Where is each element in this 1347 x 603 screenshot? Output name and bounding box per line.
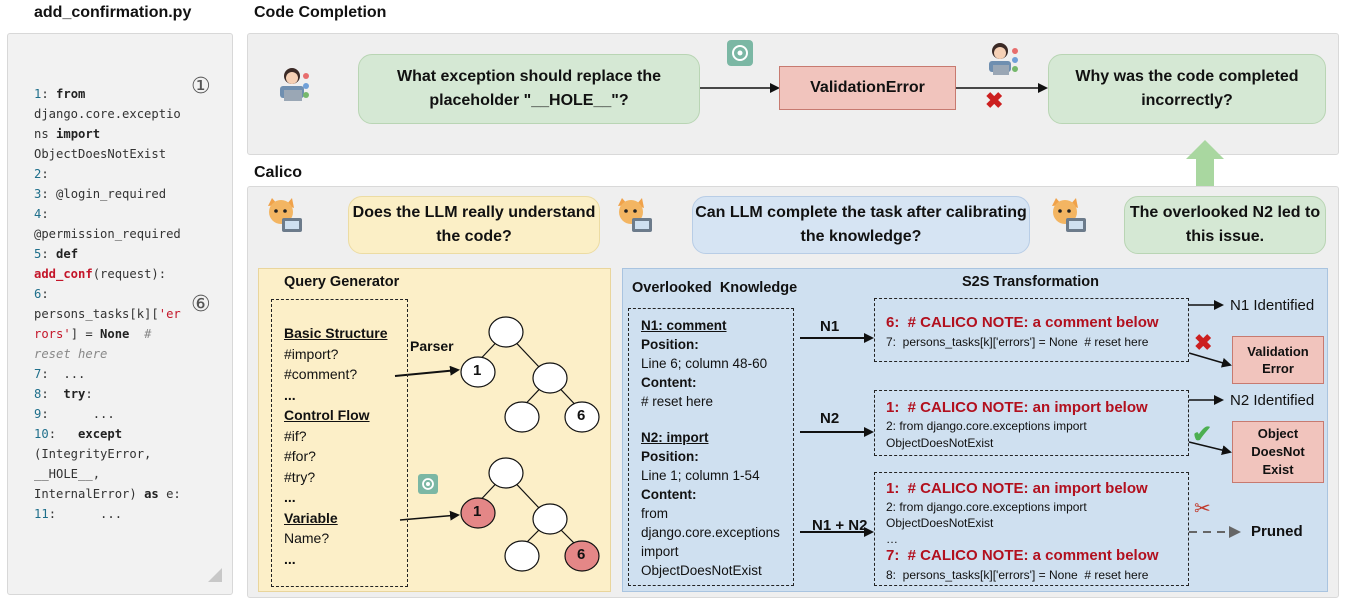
box2-line1: 2: from django.core.exceptions import xyxy=(886,419,1087,433)
n2-content-3: import xyxy=(641,544,679,559)
query-generator-title: Query Generator xyxy=(284,274,400,290)
understand-bubble: Does the LLM really understand the code? xyxy=(348,196,600,254)
n2-content-1: from xyxy=(641,506,668,521)
green-check-icon: ✔ xyxy=(1192,421,1213,448)
s2s-title: S2S Transformation xyxy=(962,274,1099,290)
code-completion-title: Code Completion xyxy=(254,4,387,21)
n2-content-label: Content: xyxy=(641,487,697,502)
n2-content-4: ObjectDoesNotExist xyxy=(641,563,762,578)
n1-content-label: Content: xyxy=(641,375,697,390)
tree-node-1-marked: 1 xyxy=(473,503,482,520)
box2-note: 1: # CALICO NOTE: an import below xyxy=(886,399,1148,416)
box3-dots: … xyxy=(886,532,898,546)
red-cross-icon: ✖ xyxy=(985,88,1004,113)
edge-n1n2-label: N1 + N2 xyxy=(812,517,868,534)
query-list-box xyxy=(271,299,408,587)
code-file-title: add_confirmation.py xyxy=(34,4,192,21)
transform-box-n1 xyxy=(874,298,1189,362)
calibrate-bubble: Can LLM complete the task after calibrat… xyxy=(692,196,1030,254)
box2-line2: ObjectDoesNotExist xyxy=(886,436,994,450)
edge-n1-label: N1 xyxy=(820,318,840,335)
answer-box: ValidationError xyxy=(779,66,956,110)
pruned-label: Pruned xyxy=(1251,523,1303,540)
result-object-does-not-exist: Object DoesNot Exist xyxy=(1232,421,1324,483)
n2-position-label: Position: xyxy=(641,449,699,464)
box3-note1: 1: # CALICO NOTE: an import below xyxy=(886,480,1148,497)
user-at-laptop-icon xyxy=(989,43,1018,75)
box3-line3: 8: persons_tasks[k]['errors'] = None # r… xyxy=(886,568,1149,582)
cat-at-laptop-icon xyxy=(1052,198,1086,232)
cat-at-laptop-icon xyxy=(268,198,302,232)
tree-node-6-marked: 6 xyxy=(577,546,586,563)
calico-title: Calico xyxy=(254,164,303,181)
question-bubble: What exception should replace the placeh… xyxy=(358,54,700,124)
overlooked-title: Overlooked Knowledge xyxy=(632,280,798,296)
overlooked-knowledge-panel xyxy=(622,268,1328,592)
n1-position: Line 6; column 48-60 xyxy=(641,356,768,371)
marker-one: ① xyxy=(191,74,211,99)
result-2-line1: Object xyxy=(1257,426,1299,441)
scissors-icon: ✂ xyxy=(1194,498,1211,520)
n2-content-2: django.core.exceptions xyxy=(641,525,780,540)
box1-note: 6: # CALICO NOTE: a comment below xyxy=(886,314,1159,331)
box3-line1: 2: from django.core.exceptions import xyxy=(886,500,1087,514)
edge-n2-label: N2 xyxy=(820,410,840,427)
tree-node-1: 1 xyxy=(473,362,482,379)
overlooked-list-box xyxy=(628,308,794,586)
query-list: Basic Structure #import? #comment? ... C… xyxy=(284,325,388,567)
result-1-line2: Error xyxy=(1262,361,1294,376)
parser-label: Parser xyxy=(410,338,454,354)
box1-line: 7: persons_tasks[k]['errors'] = None # r… xyxy=(886,335,1149,349)
marker-six: ⑥ xyxy=(191,292,211,317)
n1-identified-label: N1 Identified xyxy=(1230,297,1315,314)
chatgpt-logo-icon xyxy=(727,40,753,66)
cat-at-laptop-icon xyxy=(618,198,652,232)
n2-position: Line 1; column 1-54 xyxy=(641,468,760,483)
n1-position-label: Position: xyxy=(641,337,699,352)
result-2-line2: DoesNot xyxy=(1251,444,1305,459)
result-2-line3: Exist xyxy=(1262,462,1294,477)
n2-identified-label: N2 Identified xyxy=(1230,392,1315,409)
n1-content: # reset here xyxy=(641,394,714,409)
box3-line2: ObjectDoesNotExist xyxy=(886,516,994,530)
transform-box-n1n2 xyxy=(874,472,1189,586)
result-1-line1: Validation xyxy=(1247,344,1309,359)
result-validation-error: Validation Error xyxy=(1232,336,1324,384)
red-cross-icon: ✖ xyxy=(1194,330,1213,355)
code-panel: 1: from django.core.exceptio ns import O… xyxy=(7,33,233,595)
followup-bubble: Why was the code completed incorrectly? xyxy=(1048,54,1326,124)
n2-heading: N2: import xyxy=(641,430,709,445)
up-arrow xyxy=(1186,140,1224,186)
box3-note2: 7: # CALICO NOTE: a comment below xyxy=(886,547,1159,564)
conclusion-bubble: The overlooked N2 led to this issue. xyxy=(1124,196,1326,254)
query-generator-panel xyxy=(258,268,611,592)
user-at-laptop-icon xyxy=(280,68,309,101)
chatgpt-logo-icon xyxy=(418,474,438,494)
tree-node-6: 6 xyxy=(577,407,586,424)
resize-grip-icon xyxy=(208,568,222,582)
transform-box-n2 xyxy=(874,390,1189,456)
code-listing: 1: from django.core.exceptio ns import O… xyxy=(34,87,181,521)
n1-heading: N1: comment xyxy=(641,318,727,333)
